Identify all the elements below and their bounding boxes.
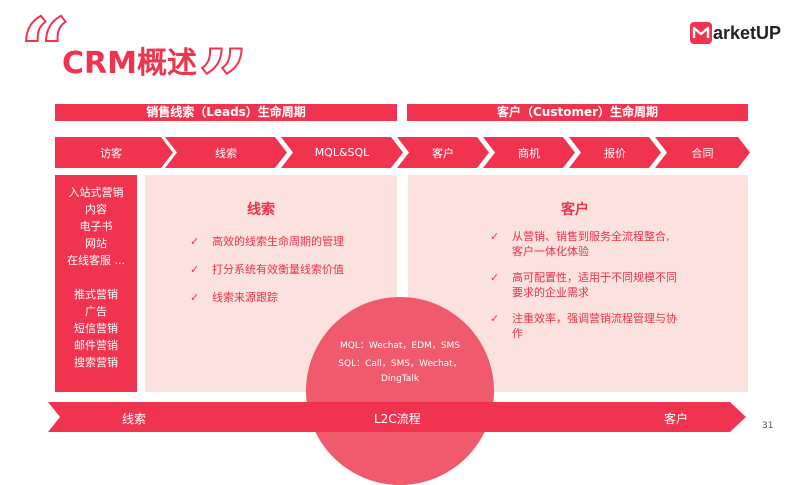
list-item: 短信营销	[74, 322, 118, 335]
m-logo-icon	[690, 22, 712, 44]
dome-sql-line: SQL：Call，SMS，Wechat，	[338, 359, 462, 369]
stage-chevron-row: 访客 线索 MQL&SQL 客户 商机 报价 合同	[55, 137, 750, 168]
check-icon: ✓	[190, 263, 200, 276]
channel-list: 入站式营销 内容 电子书 网站 在线客服 ... 推式营销 广告 短信营销 邮件…	[55, 175, 137, 392]
stage-label: 访客	[100, 146, 122, 160]
list-item: 广告	[85, 305, 107, 318]
stage-contract: 合同	[655, 137, 750, 168]
stage-mql-sql: MQL&SQL	[281, 137, 403, 168]
stage-label: 客户	[432, 146, 454, 160]
list-item: 邮件营销	[74, 339, 118, 352]
stage-customer: 客户	[397, 137, 489, 168]
list-item: 电子书	[79, 220, 113, 233]
customer-bullet: ✓ 从营销、销售到服务全流程整合, 客户一体化体验	[490, 230, 670, 258]
check-icon: ✓	[490, 271, 500, 284]
list-item: 内容	[85, 203, 107, 216]
channel-dome	[306, 297, 494, 485]
stage-label: 报价	[604, 146, 626, 160]
check-icon: ✓	[490, 230, 500, 243]
arrow-label-customer: 客户	[664, 412, 689, 426]
arrow-label-leads: 线索	[122, 412, 147, 426]
customer-bullet: ✓ 注重效率，强调营销流程管理与协 作	[490, 312, 677, 340]
page-title: CRM概述	[62, 46, 197, 81]
list-item: 推式营销	[74, 288, 118, 301]
stage-label: MQL&SQL	[314, 146, 370, 159]
leads-panel-title: 线索	[247, 202, 275, 218]
check-icon: ✓	[490, 312, 500, 325]
customer-bullet: ✓ 高可配置性，适用于不同规模不同 要求的企业需求	[490, 271, 677, 299]
check-icon: ✓	[190, 291, 200, 304]
leads-bullet: ✓ 线索来源跟踪	[190, 291, 278, 304]
leads-lifecycle-bar: 销售线索（Leads）生命周期	[55, 104, 397, 121]
customer-panel-title: 客户	[561, 202, 589, 218]
stage-label: 合同	[691, 146, 714, 160]
dome-mql-line: MQL：Wechat，EDM，SMS	[339, 341, 461, 351]
l2c-arrow	[48, 402, 746, 432]
check-icon: ✓	[190, 235, 200, 248]
leads-bullet: ✓ 高效的线索生命周期的管理	[190, 235, 344, 248]
stage-leads: 线索	[165, 137, 287, 168]
open-quote-icon: “	[19, 0, 72, 102]
customer-lifecycle-bar: 客户（Customer）生命周期	[407, 104, 748, 121]
stage-visitor: 访客	[55, 137, 173, 168]
dome-dingtalk-line: DingTalk	[380, 374, 420, 384]
list-item: 入站式营销	[68, 186, 124, 199]
stage-label: 线索	[215, 146, 237, 160]
marketup-logo: arketUP	[690, 20, 781, 46]
stage-quote: 报价	[569, 137, 661, 168]
stage-label: 商机	[518, 146, 540, 160]
logo-text: arketUP	[713, 22, 782, 43]
leads-bullet: ✓ 打分系统有效衡量线索价值	[190, 263, 344, 276]
arrow-label-l2c: L2C流程	[374, 412, 421, 426]
list-item: 在线客服 ...	[67, 254, 125, 267]
list-item: 网站	[85, 237, 107, 250]
page-number: 31	[762, 421, 774, 431]
stage-opportunity: 商机	[483, 137, 575, 168]
list-item: 搜索营销	[74, 356, 118, 369]
